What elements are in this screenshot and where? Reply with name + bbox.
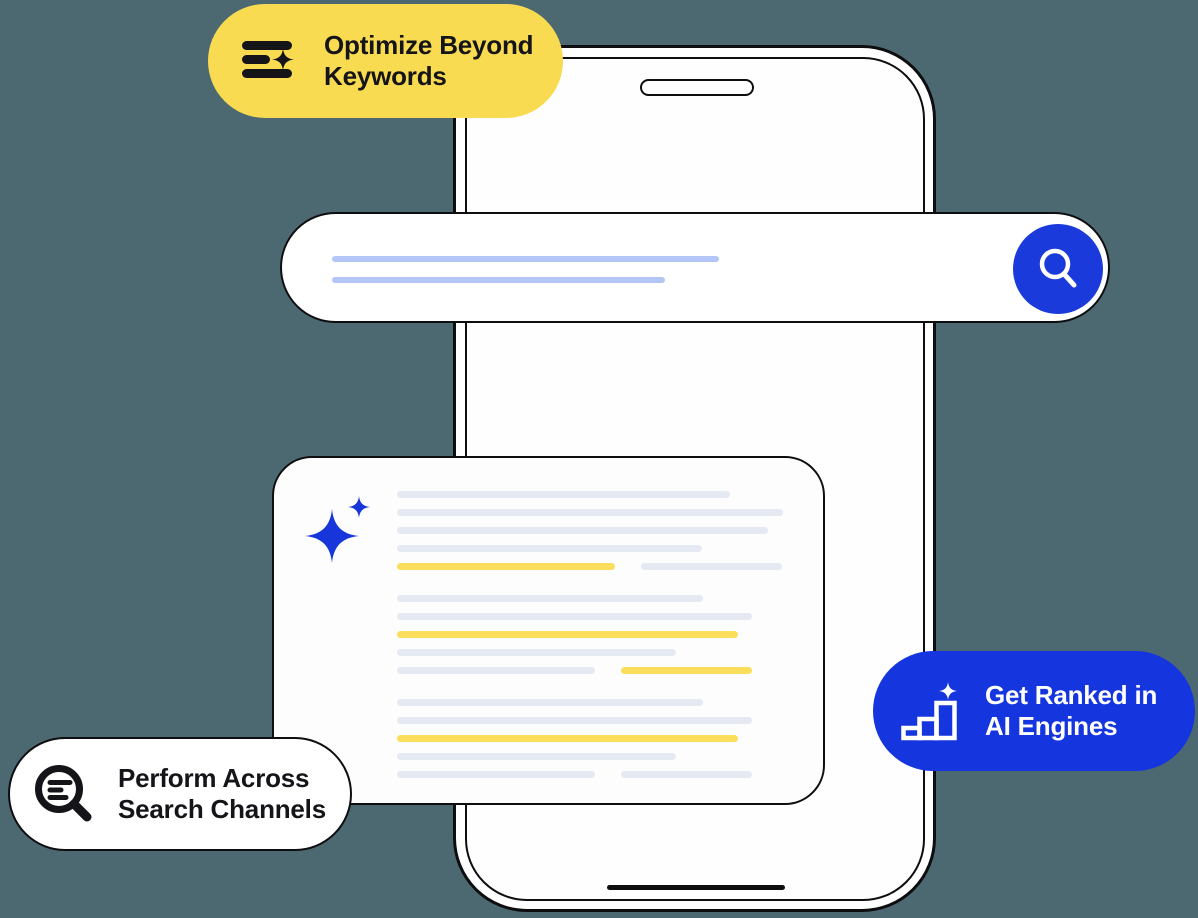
skeleton-segment	[397, 717, 752, 724]
skeleton-line	[397, 649, 783, 656]
skeleton-segment	[397, 563, 615, 570]
skeleton-segment	[332, 277, 665, 283]
skeleton-line	[397, 631, 783, 638]
skeleton-line	[397, 613, 783, 620]
skeleton-segment	[397, 545, 702, 552]
home-indicator	[606, 884, 785, 890]
badge-get-ranked-in-ai-engines: Get Ranked in AI Engines	[873, 651, 1195, 771]
skeleton-line	[332, 277, 719, 283]
skeleton-line	[397, 753, 783, 760]
search-placeholder-lines	[332, 256, 719, 283]
skeleton-paragraph	[397, 491, 783, 570]
skeleton-line	[397, 527, 783, 534]
list-sparkle-icon	[242, 41, 294, 78]
skeleton-line	[397, 595, 783, 602]
skeleton-segment	[641, 563, 782, 570]
skeleton-line	[397, 545, 783, 552]
badge-label: Get Ranked in AI Engines	[985, 679, 1158, 742]
skeleton-line	[397, 735, 783, 742]
skeleton-segment	[621, 667, 752, 674]
rank-chart-sparkle-icon	[901, 682, 957, 741]
skeleton-line	[397, 717, 783, 724]
phone-speaker-notch	[639, 78, 754, 96]
ai-sparkles-icon	[305, 496, 370, 563]
skeleton-segment	[397, 509, 783, 516]
skeleton-segment	[397, 527, 768, 534]
badge-label: Optimize Beyond Keywords	[324, 29, 534, 92]
skeleton-line	[397, 509, 783, 516]
badge-optimize-beyond-keywords: Optimize Beyond Keywords	[208, 4, 563, 118]
skeleton-segment	[332, 256, 719, 262]
skeleton-line	[397, 563, 783, 570]
search-results-icon	[35, 765, 92, 822]
ai-result-card	[272, 456, 825, 805]
skeleton-segment	[397, 631, 738, 638]
card-skeleton-text	[397, 491, 783, 778]
skeleton-segment	[397, 649, 676, 656]
skeleton-segment	[621, 771, 752, 778]
skeleton-segment	[397, 595, 703, 602]
skeleton-line	[397, 667, 783, 674]
skeleton-line	[397, 771, 783, 778]
skeleton-segment	[397, 613, 752, 620]
skeleton-paragraph	[397, 699, 783, 778]
skeleton-segment	[397, 753, 676, 760]
skeleton-paragraph	[397, 595, 783, 674]
badge-label: Perform Across Search Channels	[118, 762, 326, 825]
skeleton-segment	[397, 735, 738, 742]
skeleton-line	[397, 491, 783, 498]
skeleton-line	[397, 699, 783, 706]
badge-perform-across-search-channels: Perform Across Search Channels	[8, 737, 352, 851]
skeleton-line	[332, 256, 719, 262]
skeleton-segment	[397, 667, 595, 674]
skeleton-segment	[397, 491, 730, 498]
skeleton-segment	[397, 771, 595, 778]
search-bar[interactable]	[280, 212, 1110, 323]
search-button[interactable]	[1013, 224, 1103, 314]
skeleton-segment	[397, 699, 703, 706]
search-icon	[1039, 248, 1077, 288]
